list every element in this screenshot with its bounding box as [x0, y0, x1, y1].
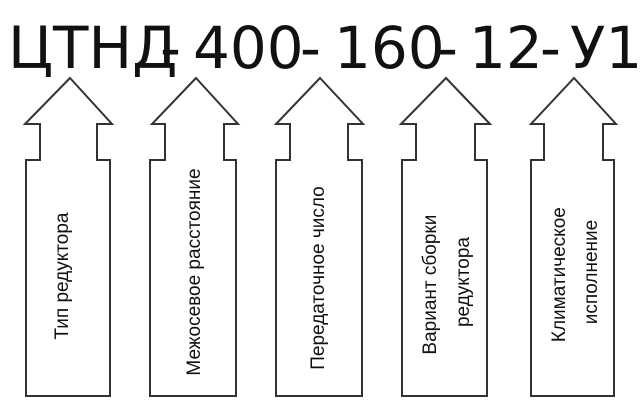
arrow-label-line: Передаточное число	[308, 186, 329, 370]
arrow-shape-climate	[528, 76, 619, 397]
designation-part-climate: У1	[570, 14, 640, 80]
designation-part-ratio: 160	[334, 14, 445, 80]
designation-part-assembly: 12	[469, 14, 543, 80]
arrow-shape-assembly	[398, 76, 493, 397]
arrow-label-ratio: Передаточное число	[308, 186, 329, 370]
arrow-label-type: Тип редуктора	[52, 212, 73, 339]
arrow-type: Тип редуктора	[22, 76, 115, 397]
arrow-label-assembly: Вариант сборки редуктора	[420, 209, 474, 354]
arrow-label-line: редуктора	[453, 237, 474, 327]
designation-separator: -	[300, 14, 321, 80]
arrow-label-line: Тип редуктора	[52, 212, 73, 339]
arrow-assembly: Вариант сборки редуктора	[398, 76, 493, 397]
designation-separator: -	[160, 14, 181, 80]
designation-separator: -	[437, 14, 458, 80]
arrow-ratio: Передаточное число	[273, 76, 366, 397]
designation-part-type: ЦТНД	[8, 14, 177, 80]
arrow-distance: Межосевое расстояние	[149, 76, 241, 397]
designation-separator: -	[540, 14, 561, 80]
arrow-label-line: исполнение	[581, 220, 602, 324]
arrow-label-line: Межосевое расстояние	[184, 168, 205, 375]
arrow-climate: Климатическое исполнение	[528, 76, 619, 397]
arrow-label-line: Вариант сборки	[420, 215, 441, 355]
arrow-label-climate: Климатическое исполнение	[549, 202, 602, 342]
arrow-shape-distance	[149, 76, 241, 397]
arrow-label-distance: Межосевое расстояние	[184, 168, 205, 375]
arrow-label-line: Климатическое	[549, 207, 570, 342]
designation-part-distance: 400	[193, 14, 304, 80]
designation-code: ЦТНД - 400 - 160 - 12 - У1	[8, 14, 640, 80]
arrow-shape-ratio	[273, 76, 366, 397]
arrow-shape-type	[22, 76, 115, 397]
